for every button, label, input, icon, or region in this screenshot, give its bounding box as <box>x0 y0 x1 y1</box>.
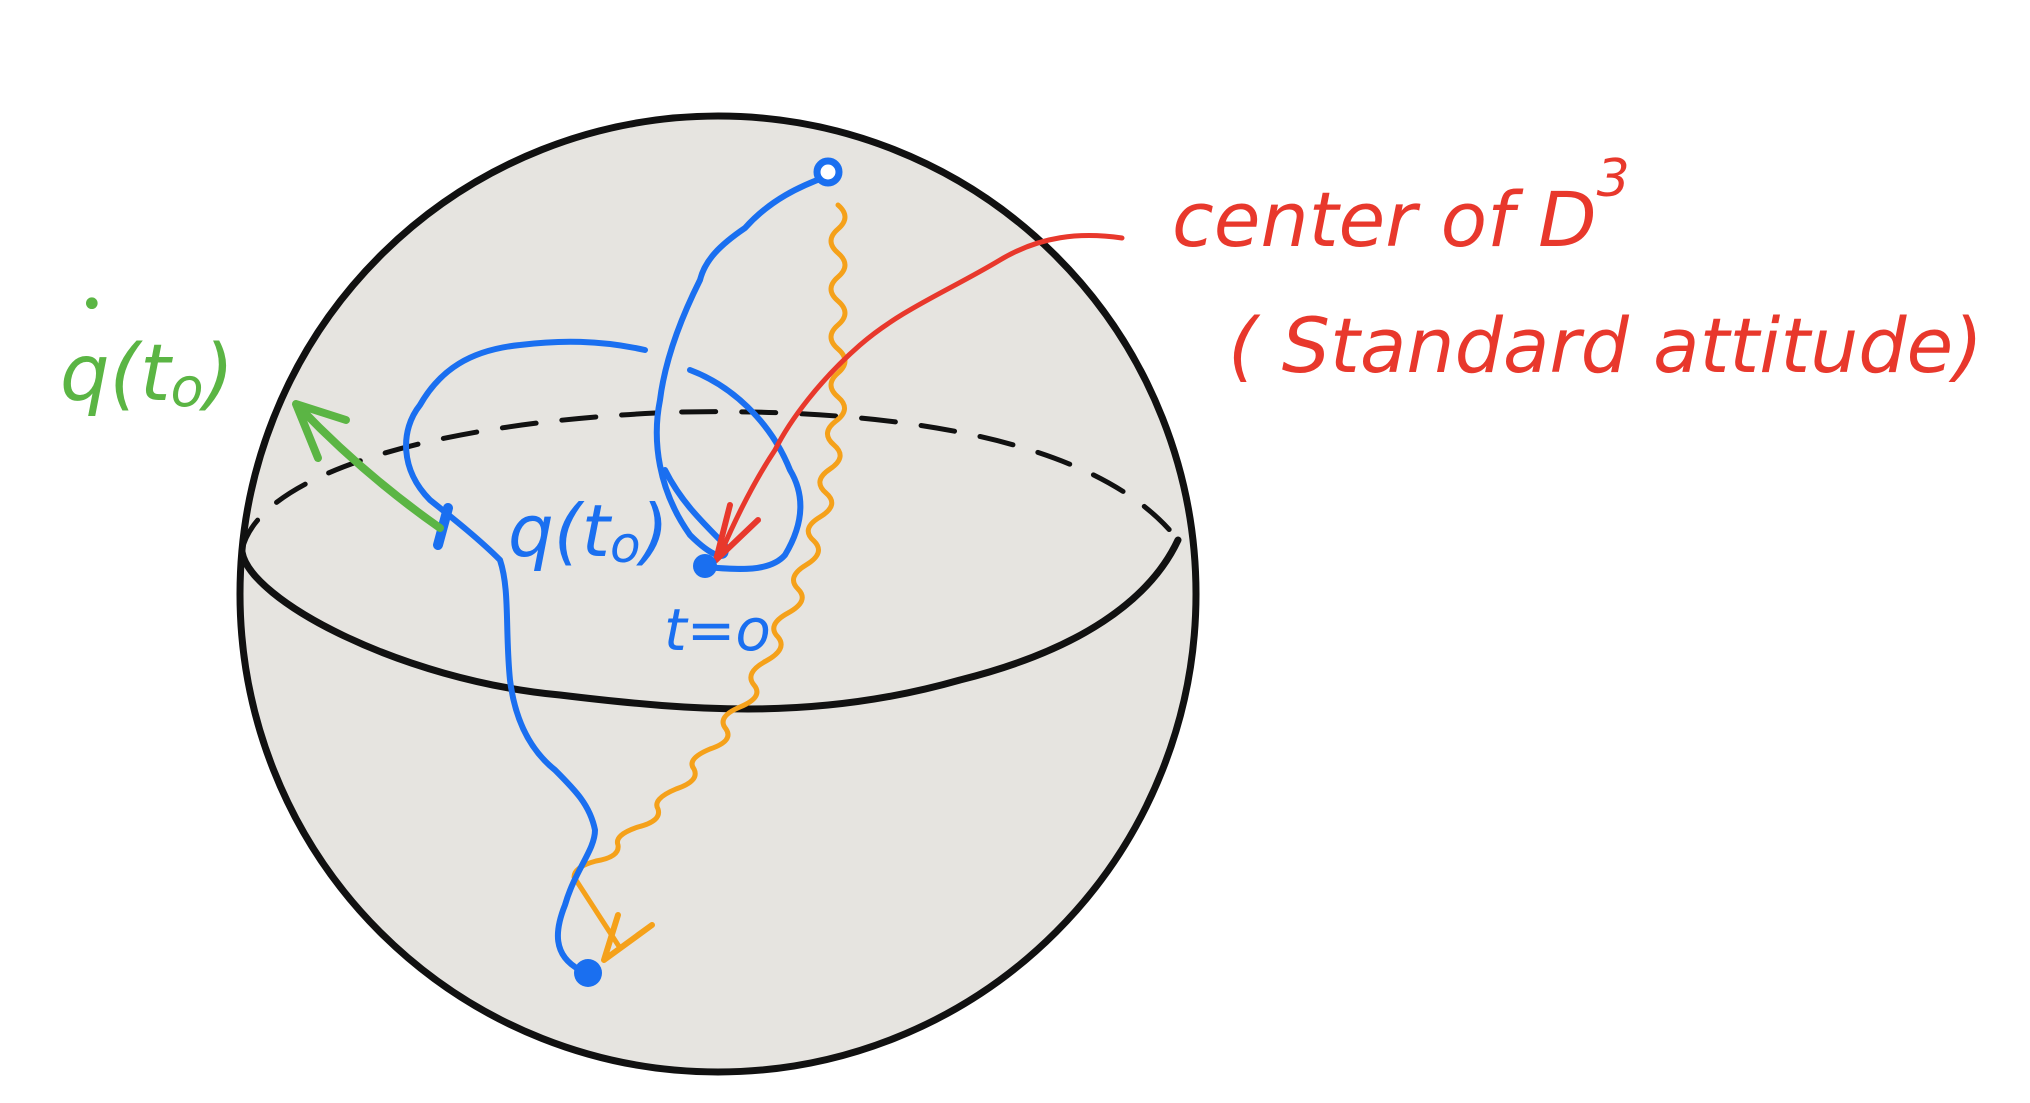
equator-back-dashed <box>239 409 1181 553</box>
t-zero-label: t=o <box>664 596 771 664</box>
orange-arrowhead <box>601 912 655 963</box>
center-superscript: 3 <box>1597 149 1630 209</box>
center-label-line2: ( Standard attitude) <box>1228 301 1983 390</box>
green-tangent-arrow <box>296 404 444 532</box>
q-t0-label: q(to) <box>508 489 669 574</box>
green-arrowhead <box>292 400 350 462</box>
center-point-t0 <box>693 554 717 578</box>
red-arrow-to-center <box>717 233 1125 558</box>
end-point-bottom <box>574 959 602 987</box>
center-label: center of D3 <box>1172 149 1630 264</box>
q-dot-label: q(to) <box>60 329 234 419</box>
orange-wavy-path <box>571 202 848 951</box>
red-arrowhead <box>713 502 761 563</box>
q-dot-mark: • <box>80 282 104 328</box>
end-point-top-open <box>813 157 843 187</box>
ball-d3 <box>236 112 1200 1076</box>
